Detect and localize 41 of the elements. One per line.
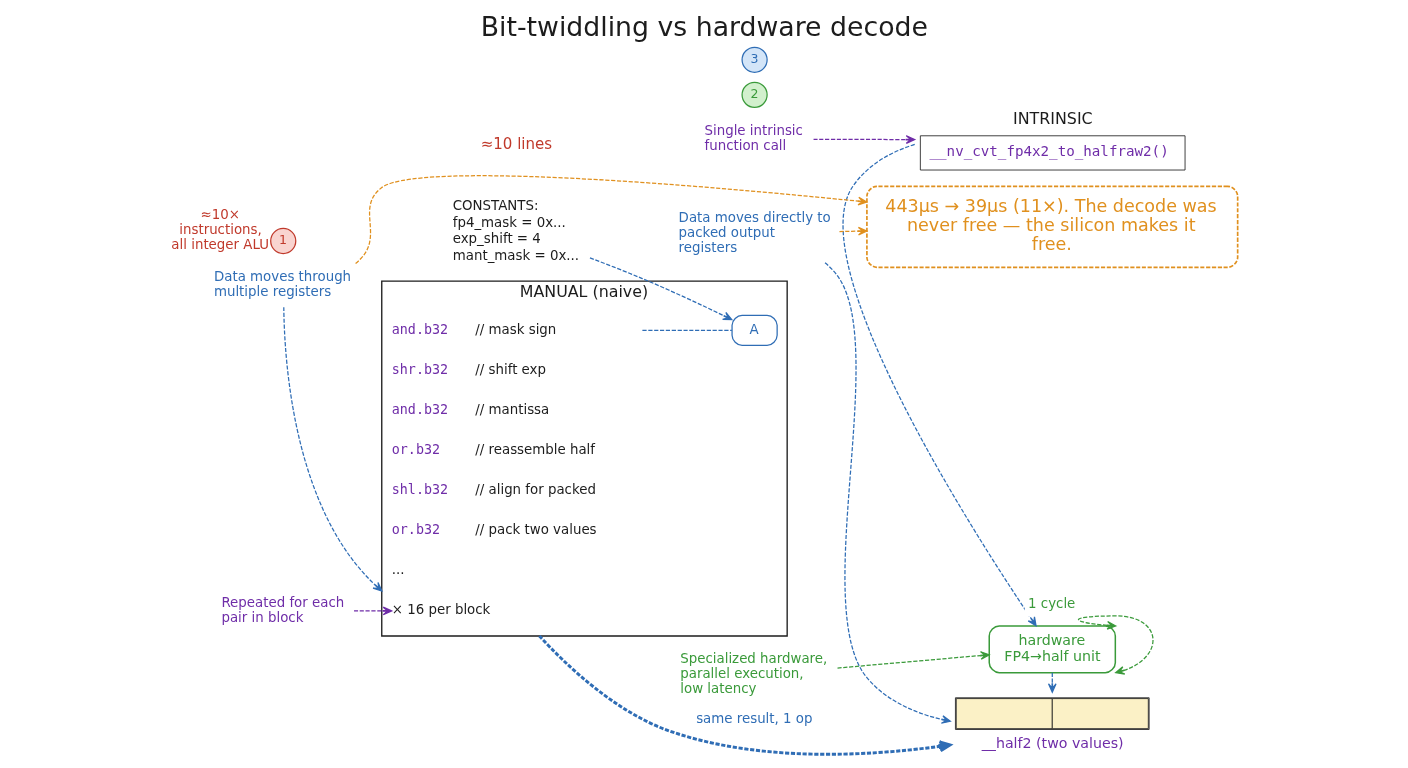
arrow (354, 175, 867, 265)
edge-label: same result, 1 op (695, 711, 812, 727)
arrow (823, 262, 951, 724)
node-text: ... (391, 562, 405, 578)
node-text: and.b32 // mantissa (391, 401, 549, 417)
node-text: Repeated for each pair in block (220, 594, 344, 625)
node-label: __half2 (two values) (981, 734, 1124, 751)
arrow (352, 606, 392, 616)
node-box: __nv_cvt_fp4x2_to_halfraw2() (919, 135, 1185, 171)
node-text: or.b32 // pack two values (391, 521, 597, 537)
arrow (282, 306, 382, 592)
node-label: ≈10× instructions, all integer ALU (170, 207, 269, 253)
node-text: shr.b32 // shift exp (391, 361, 546, 377)
node-text: shl.b32 // align for packed (391, 481, 596, 497)
label: ≈10 lines (480, 135, 552, 154)
arrow (1077, 615, 1153, 675)
node-circle: 2 (740, 81, 768, 109)
node-circle: 1 (269, 227, 296, 255)
arrow (537, 634, 951, 756)
arrow (588, 257, 732, 321)
connector (641, 329, 732, 331)
node-text: Specialized hardware, parallel execution, low latency (679, 651, 827, 697)
arrow (1047, 672, 1057, 693)
arrow (842, 143, 1037, 627)
diagram-title: Bit-twiddling vs hardware decode (480, 11, 928, 43)
node-text: Single intrinsic function call (704, 122, 803, 153)
arrow (812, 135, 915, 144)
node-text: × 16 per block (391, 602, 490, 618)
node-text: Data moves directly to packed output registers (678, 209, 831, 255)
node-text: or.b32 // reassemble half (391, 441, 595, 457)
arrow (838, 226, 867, 236)
node-label: INTRINSIC (1012, 109, 1093, 129)
node-text: Data moves through multiple registers (213, 268, 351, 299)
edge-label: 1 cycle (1027, 596, 1075, 612)
arrow (836, 651, 990, 669)
node-box: hardware FP4→half unit (988, 625, 1116, 674)
node-circle: 3 (740, 46, 768, 73)
node-text: CONSTANTS: fp4_mask = 0x... exp_shift = 4 mant_mask = 0x... (452, 197, 579, 264)
node-box: A (730, 314, 778, 346)
node-box: 443μs → 39μs (11×). The decode was never free — the silicon makes it free. (865, 185, 1238, 269)
node-text: and.b32 // mask sign (391, 321, 556, 337)
